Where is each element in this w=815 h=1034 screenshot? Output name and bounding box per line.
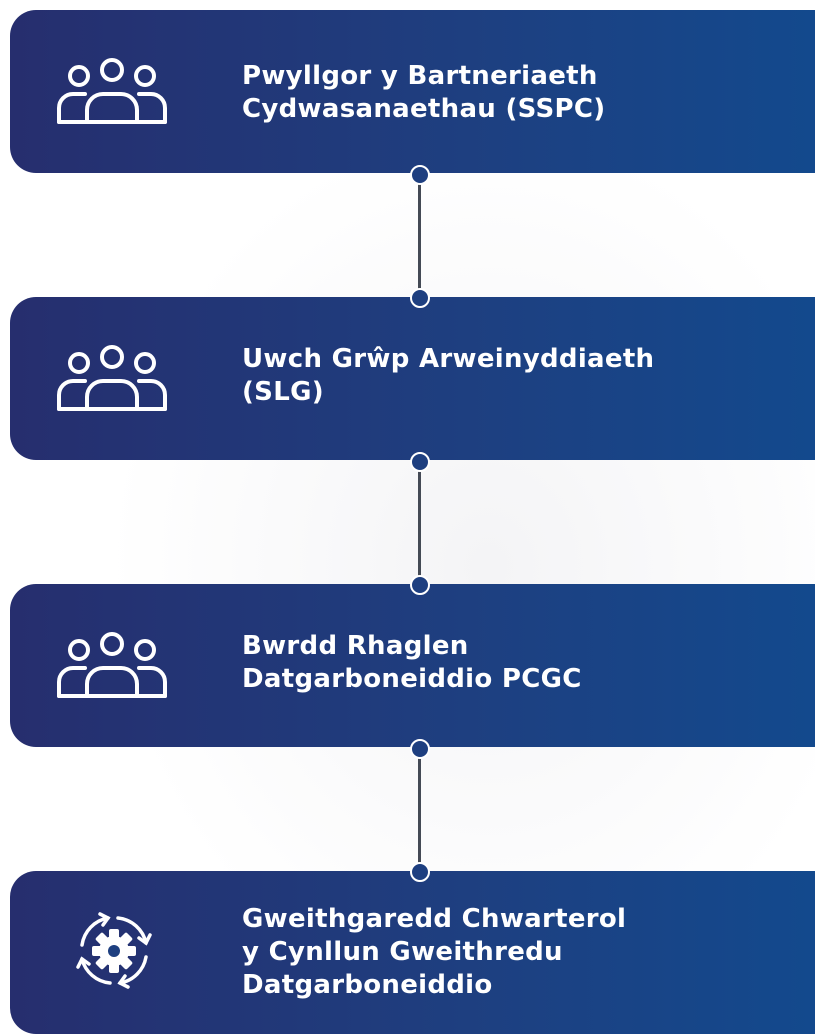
people-group-icon [57, 345, 167, 411]
step-label: Bwrdd Rhaglen Datgarboneiddio PCGC [242, 631, 582, 694]
gear-cycle-icon [76, 912, 152, 989]
connector-dot [410, 165, 430, 185]
step-box-sspc: Pwyllgor y Bartneriaeth Cydwasanaethau (… [10, 10, 815, 173]
connector-dot [410, 288, 430, 308]
connector-line [418, 756, 421, 864]
step-label: Uwch Grŵp Arweinyddiaeth (SLG) [242, 344, 655, 407]
connector-line [418, 469, 421, 577]
step-label: Gweithgaredd Chwarterol y Cynllun Gweith… [242, 904, 627, 1000]
connector-line [418, 182, 421, 290]
connector-dot [410, 452, 430, 472]
connector-dot [410, 575, 430, 595]
people-group-icon [57, 632, 167, 698]
people-group-icon [57, 58, 167, 124]
step-box-slg: Uwch Grŵp Arweinyddiaeth (SLG) [10, 297, 815, 460]
connector-dot [410, 862, 430, 882]
step-box-programme-board: Bwrdd Rhaglen Datgarboneiddio PCGC [10, 584, 815, 747]
step-box-quarterly-activity: Gweithgaredd Chwarterol y Cynllun Gweith… [10, 871, 815, 1034]
step-label: Pwyllgor y Bartneriaeth Cydwasanaethau (… [242, 61, 606, 124]
connector-dot [410, 739, 430, 759]
